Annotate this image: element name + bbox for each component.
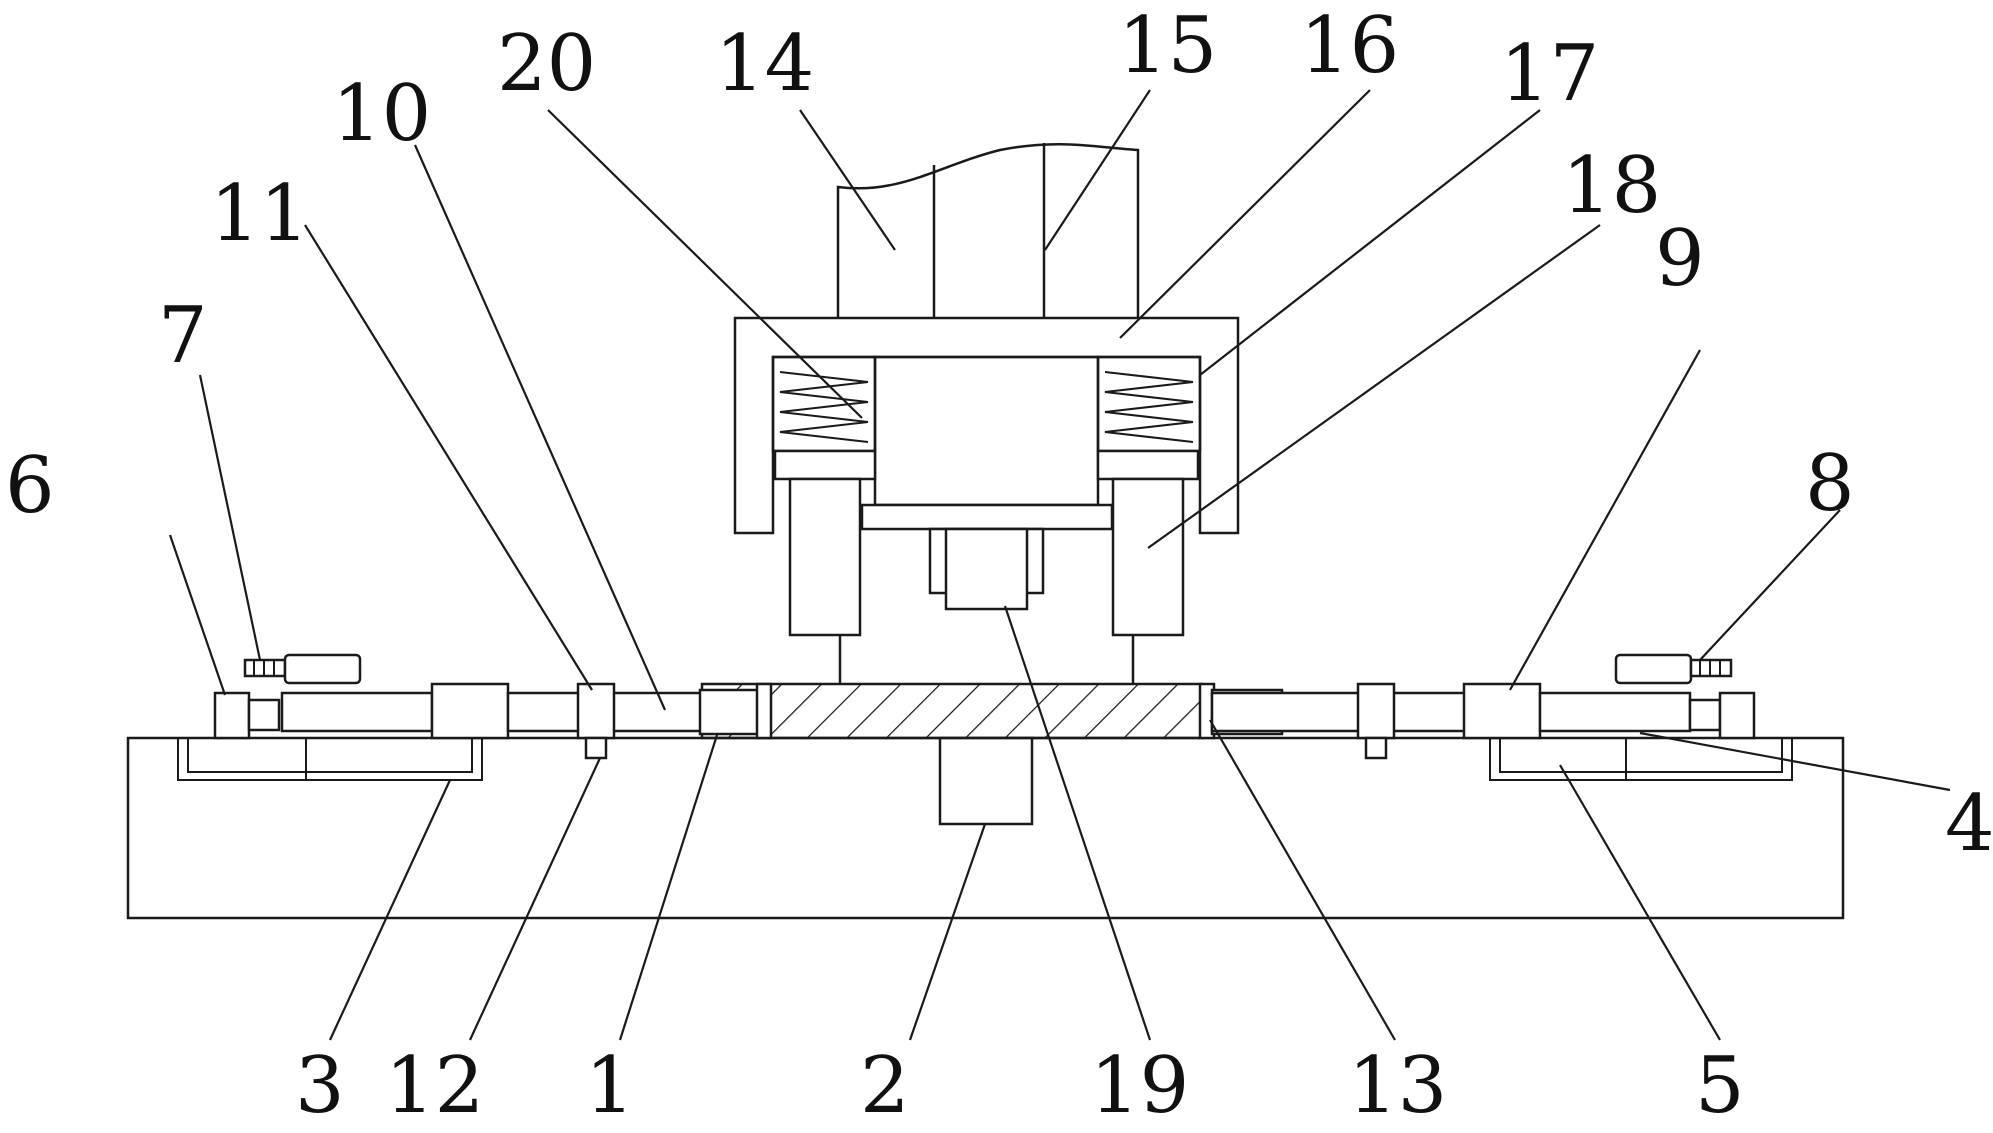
leader-16: [1119, 89, 1371, 339]
left-slide-groove: [177, 738, 483, 781]
right-nut-small: [1688, 698, 1722, 732]
left-nut-small: [247, 698, 281, 732]
right-clamp-rod: [1210, 691, 1474, 733]
leader-14: [799, 109, 896, 251]
leader-17: [1199, 109, 1541, 376]
right-end-support: [1718, 691, 1756, 740]
ram-plate: [860, 503, 1114, 531]
right-slide-groove-inner: [1499, 738, 1783, 773]
left-screw-rod: [280, 691, 434, 733]
label-19: 19: [1090, 1041, 1189, 1128]
center-ram: [873, 355, 1100, 507]
left-spring-coil: [779, 371, 869, 443]
label-17: 17: [1500, 29, 1599, 119]
right-guide-sleeve-top: [1096, 449, 1200, 481]
left-slide-groove-inner: [187, 738, 473, 773]
leader-8: [1699, 509, 1841, 661]
label-2: 2: [860, 1041, 910, 1128]
label-9: 9: [1655, 214, 1705, 304]
left-guide-sleeve: [788, 477, 862, 637]
right-screw-rod: [1538, 691, 1692, 733]
drill-head-inner: [944, 527, 1029, 611]
leader-20: [547, 109, 863, 419]
right-adjust-knob-head: [1614, 653, 1693, 685]
label-13: 13: [1348, 1041, 1447, 1128]
left-end-support: [213, 691, 251, 740]
leader-12: [469, 757, 601, 1041]
right-slider-block: [1462, 682, 1542, 740]
leader-10: [413, 144, 667, 711]
center-motor-block: [938, 736, 1034, 826]
left-adjust-knob-head: [283, 653, 362, 685]
leader-6: [168, 534, 227, 696]
label-15: 15: [1118, 1, 1217, 91]
leader-15: [1044, 89, 1151, 251]
label-7: 7: [158, 291, 208, 381]
label-4: 4: [1945, 779, 1993, 869]
leader-1: [618, 734, 719, 1041]
workpiece-plate: [700, 682, 1204, 740]
label-12: 12: [385, 1041, 484, 1128]
right-spring-coil: [1104, 371, 1194, 443]
right-collar-pin: [1364, 736, 1388, 760]
label-10: 10: [332, 69, 431, 159]
housing-frame: [733, 316, 1240, 535]
vertical-column: [836, 142, 1140, 318]
right-slide-groove: [1489, 738, 1793, 781]
left-slider-block: [430, 682, 510, 740]
left-clamp-collar: [576, 682, 616, 740]
label-5: 5: [1695, 1041, 1745, 1128]
right-guide-sleeve: [1111, 477, 1185, 637]
right-clamp-collar: [1356, 682, 1396, 740]
left-guide-sleeve-top: [773, 449, 877, 481]
left-clamp-pad: [755, 682, 773, 740]
label-11: 11: [210, 169, 309, 259]
left-collar-pin: [584, 736, 608, 760]
label-6: 6: [5, 441, 55, 531]
leader-11: [304, 224, 593, 691]
leader-4: [1639, 731, 1951, 792]
leader-3: [329, 779, 451, 1041]
leader-7: [198, 374, 262, 661]
leader-2: [908, 823, 987, 1041]
leader-13: [1209, 719, 1396, 1041]
label-20: 20: [497, 19, 596, 109]
label-8: 8: [1805, 439, 1855, 529]
leader-5: [1559, 764, 1721, 1041]
leader-18: [1147, 224, 1601, 549]
label-18: 18: [1562, 141, 1661, 231]
leader-19: [1003, 605, 1152, 1041]
label-1: 1: [585, 1041, 635, 1128]
label-3: 3: [295, 1041, 345, 1128]
label-16: 16: [1300, 1, 1399, 91]
leader-9: [1509, 349, 1701, 691]
label-14: 14: [715, 19, 814, 109]
